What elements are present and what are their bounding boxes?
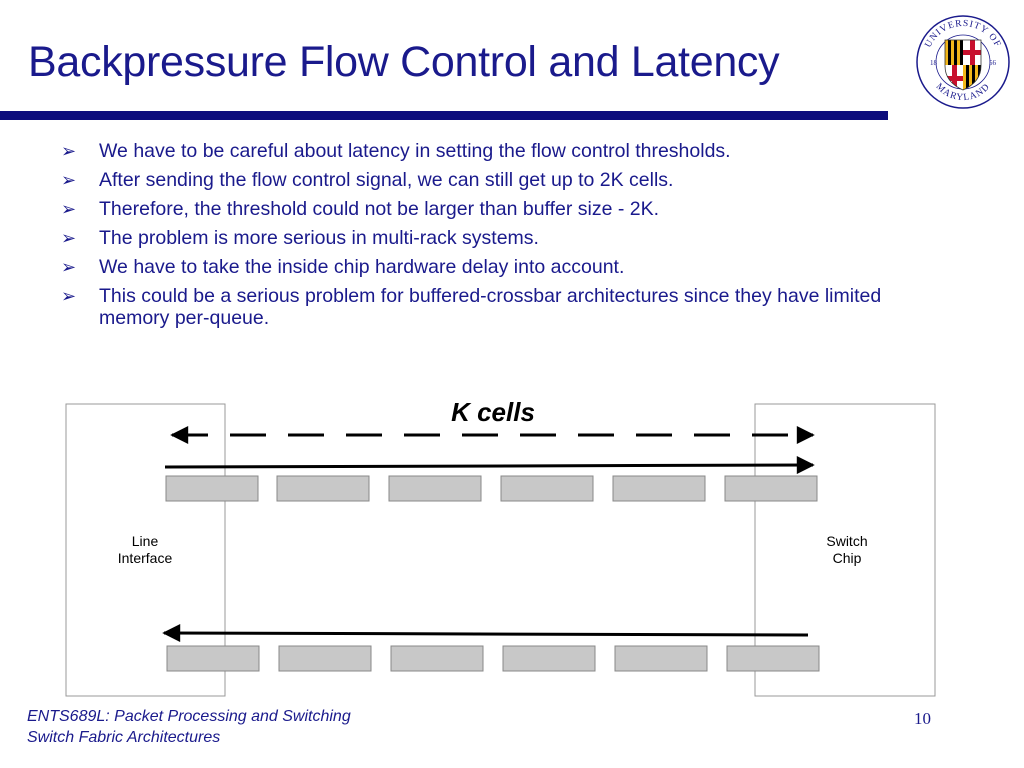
k-cells-label: K cells [451,397,535,427]
forward-cell-queue [165,475,818,502]
page-number: 10 [914,709,931,728]
bullet-text: We have to be careful about latency in s… [99,140,731,162]
bullet-item: ➢ This could be a serious problem for buf… [56,285,956,329]
bullet-item: ➢ We have to be careful about latency in … [56,140,956,162]
backpressure-diagram: Line Interface Switch Chip K cells [65,397,936,697]
logo-year-left: 18 [930,59,938,67]
cell-block [500,475,594,502]
university-seal-logo: UNIVERSITY OF MARYLAND 18 56 [916,15,1010,109]
flow-control-feedback-arrow [162,624,809,643]
bullet-item: ➢ After sending the flow control signal, … [56,169,956,191]
bullet-text: We have to take the inside chip hardware… [99,256,625,278]
cell-block [724,475,818,502]
cell-block [388,475,482,502]
footer-lecture-title: Switch Fabric Architectures [27,729,221,746]
bullet-item: ➢ The problem is more serious in multi-ra… [56,227,956,249]
cell-block [166,645,260,672]
footer-course-info: ENTS689L: Packet Processing and Switchin… [27,706,351,748]
cell-block [165,475,259,502]
bullet-arrow-icon: ➢ [61,228,77,248]
bullet-text: After sending the flow control signal, w… [99,169,674,191]
cell-block [612,475,706,502]
cell-block [390,645,484,672]
bullet-arrow-icon: ➢ [61,286,77,306]
line-interface-label-line1: Line [132,533,159,549]
footer-course-title: ENTS689L: Packet Processing and Switchin… [27,708,351,725]
logo-year-right: 56 [989,59,997,67]
bullet-text: This could be a serious problem for buff… [99,285,882,329]
cell-block [726,645,820,672]
bullet-text: Therefore, the threshold could not be la… [99,198,660,220]
cell-block [614,645,708,672]
bullet-arrow-icon: ➢ [61,257,77,277]
bullet-item: ➢ We have to take the inside chip hardwar… [56,256,956,278]
bullet-arrow-icon: ➢ [61,141,77,161]
switch-chip-label-line1: Switch [826,533,867,549]
forward-data-arrow [164,456,815,475]
title-underline-bar [0,111,888,120]
bullet-arrow-icon: ➢ [61,199,77,219]
cell-block [278,645,372,672]
bullet-text: The problem is more serious in multi-rac… [99,227,539,249]
bullet-arrow-icon: ➢ [61,170,77,190]
bullet-list: ➢ We have to be careful about latency in … [56,140,956,336]
slide-title: Backpressure Flow Control and Latency [28,38,780,86]
return-cell-queue [166,645,820,672]
cell-block [502,645,596,672]
bullet-item: ➢ Therefore, the threshold could not be l… [56,198,956,220]
switch-chip-label-line2: Chip [833,550,862,566]
line-interface-label-line2: Interface [118,550,173,566]
cell-block [276,475,370,502]
